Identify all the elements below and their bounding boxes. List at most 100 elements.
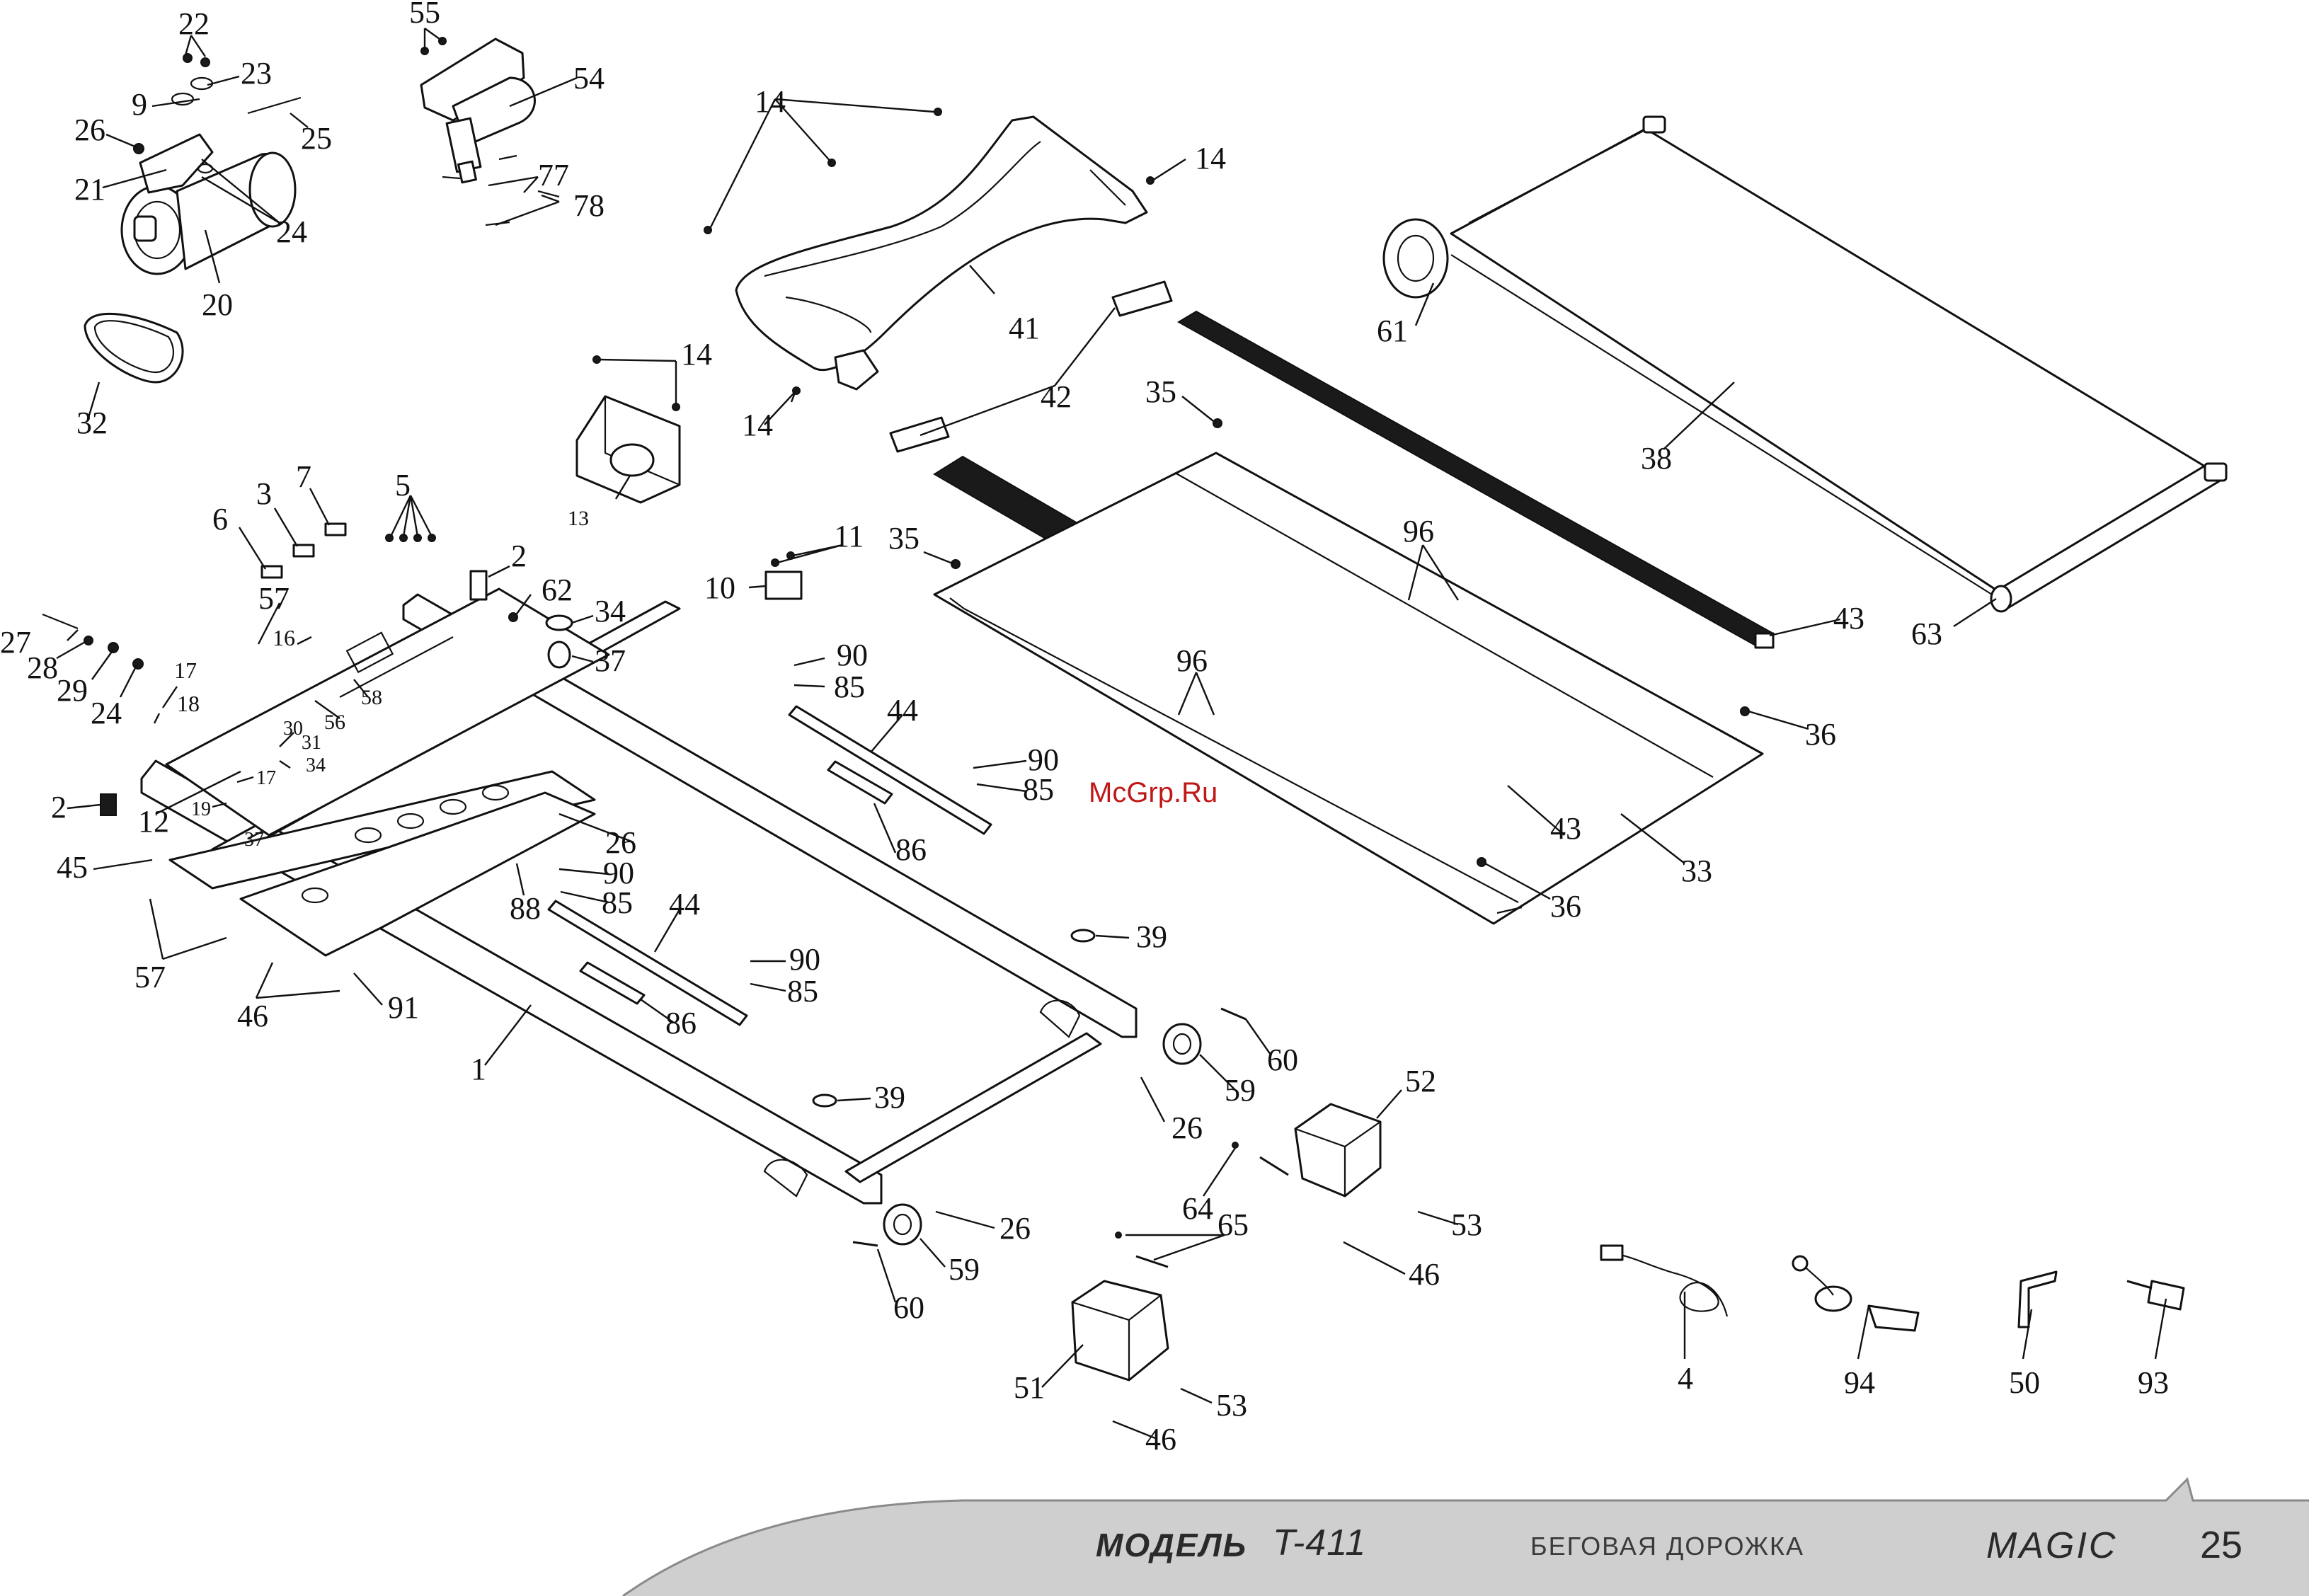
callout-46-right: 46 — [1409, 1257, 1440, 1292]
callout-78: 78 — [573, 188, 605, 223]
callout-2-top: 2 — [511, 539, 527, 573]
switch-7 — [324, 522, 347, 536]
switch-6 — [260, 565, 283, 579]
callout-77: 77 — [538, 158, 569, 193]
callout-64: 64 — [1182, 1191, 1213, 1226]
footer-model-number: T-411 — [1273, 1522, 1367, 1563]
callout-42: 42 — [1041, 379, 1072, 414]
callout-14-board: 14 — [681, 337, 712, 372]
callout-56: 56 — [324, 711, 345, 734]
callout-86-upper: 86 — [895, 832, 927, 867]
footer-brand-logo: MAGIC — [1986, 1525, 2118, 1566]
callout-3: 3 — [256, 476, 272, 511]
callout-54: 54 — [573, 61, 605, 96]
callout-7: 7 — [296, 459, 311, 494]
footer-band — [622, 1477, 2309, 1596]
transformer-10 — [764, 570, 803, 600]
callout-26-frame: 26 — [605, 825, 636, 860]
callout-34-inner: 34 — [306, 754, 326, 776]
allen-wrench — [2017, 1270, 2058, 1328]
callout-90-d: 90 — [789, 942, 820, 977]
callout-85-b: 85 — [1023, 772, 1054, 807]
safety-key — [1792, 1255, 1920, 1332]
drive-motor-assembly — [120, 53, 302, 275]
callout-90-b: 90 — [1028, 742, 1059, 777]
callout-50: 50 — [2009, 1365, 2040, 1400]
callout-17-inner: 17 — [256, 767, 276, 789]
end-cap-51 — [1071, 1280, 1169, 1382]
callout-41: 41 — [1009, 311, 1040, 345]
motor-controller — [575, 355, 681, 504]
callout-52: 52 — [1405, 1064, 1436, 1098]
callout-38: 38 — [1641, 441, 1672, 476]
callout-90-a: 90 — [837, 638, 868, 672]
callout-26-lower: 26 — [999, 1211, 1031, 1246]
callout-22: 22 — [178, 6, 210, 41]
motor-shaft — [133, 215, 157, 242]
callout-34-top: 34 — [595, 594, 626, 628]
rear-roller — [1990, 462, 2228, 613]
callout-16: 16 — [273, 625, 295, 650]
callout-27: 27 — [0, 625, 31, 660]
callout-29: 29 — [57, 673, 88, 708]
lubricant-bottle — [2126, 1280, 2185, 1311]
callout-14-top: 14 — [755, 84, 786, 119]
callout-12: 12 — [138, 804, 169, 839]
plug-2-top — [469, 570, 488, 601]
callout-37-top: 37 — [595, 643, 626, 678]
callout-93: 93 — [2138, 1365, 2169, 1400]
callout-60-upper: 60 — [1267, 1043, 1298, 1077]
side-rail-back — [1177, 310, 1775, 649]
bumper-37 — [547, 641, 571, 669]
callout-51: 51 — [1014, 1370, 1045, 1405]
end-cap-52 — [1294, 1103, 1382, 1198]
callout-46-left: 46 — [237, 999, 268, 1033]
motor-mount-plate — [165, 587, 610, 837]
motor-cover — [735, 115, 1148, 391]
running-deck — [933, 418, 1764, 925]
callout-59-lower: 59 — [949, 1252, 980, 1287]
footer-model-label: МОДЕЛЬ — [1096, 1527, 1248, 1563]
callout-65: 65 — [1217, 1207, 1249, 1242]
callout-91: 91 — [388, 990, 419, 1025]
callout-62: 62 — [542, 573, 573, 607]
wheel-59-upper — [1162, 1023, 1202, 1065]
callout-33: 33 — [1681, 854, 1712, 888]
callout-6: 6 — [212, 502, 228, 536]
callout-36-right: 36 — [1805, 717, 1836, 752]
callout-35-left: 35 — [888, 521, 919, 556]
callout-57-bottom: 57 — [134, 960, 166, 994]
callout-61: 61 — [1377, 314, 1408, 348]
callout-46-lower: 46 — [1145, 1422, 1176, 1457]
callout-44-lower: 44 — [669, 887, 700, 922]
callout-30: 30 — [283, 718, 303, 740]
callout-28: 28 — [27, 650, 58, 685]
callout-43-front: 43 — [1550, 811, 1581, 846]
crossbar-plate — [168, 770, 596, 957]
callout-86-lower: 86 — [665, 1006, 697, 1040]
callout-60-lower: 60 — [893, 1290, 924, 1325]
axle-60 — [852, 1007, 1247, 1247]
motor-screw — [183, 53, 193, 63]
power-cord — [1600, 1244, 1729, 1317]
callout-94: 94 — [1844, 1365, 1875, 1400]
switch-3 — [292, 544, 315, 558]
callout-14-bottom: 14 — [742, 408, 773, 442]
callout-88: 88 — [510, 891, 541, 926]
callout-17-top: 17 — [174, 658, 197, 683]
callout-14-right: 14 — [1195, 141, 1226, 176]
callout-labels: 22 23 9 26 25 21 24 20 32 55 54 77 78 14… — [0, 0, 2169, 1457]
drive-belt — [84, 312, 184, 384]
callout-53-upper: 53 — [1451, 1207, 1482, 1242]
callout-58: 58 — [361, 686, 382, 709]
callout-59-upper: 59 — [1225, 1073, 1256, 1108]
callout-26: 26 — [74, 113, 105, 147]
callout-85-a: 85 — [834, 670, 865, 704]
callout-39-upper: 39 — [1136, 919, 1167, 954]
front-roller — [1382, 115, 1666, 299]
wheel-59-lower — [883, 1203, 922, 1246]
callout-10: 10 — [704, 570, 735, 605]
callout-20: 20 — [202, 287, 233, 322]
leader-lines — [56, 28, 2167, 1440]
